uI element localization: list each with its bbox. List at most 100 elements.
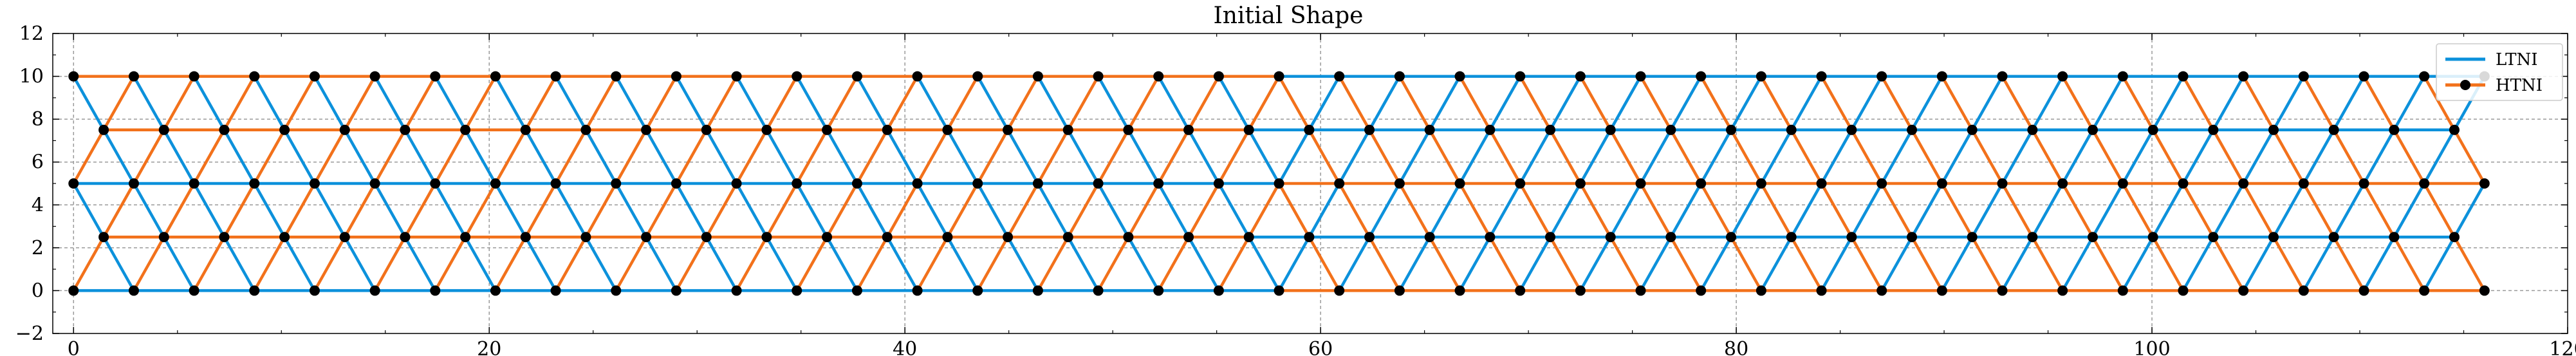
lattice-edge-diagonal xyxy=(2272,235,2306,292)
lattice-node xyxy=(1062,124,1073,135)
lattice-edge-diagonal xyxy=(1367,235,1402,292)
lattice-edge-diagonal xyxy=(2031,182,2064,239)
lattice-node xyxy=(1635,178,1646,189)
lattice-edge-diagonal xyxy=(1217,75,1250,132)
lattice-node xyxy=(611,285,622,296)
lattice-edge-diagonal xyxy=(1820,75,1853,132)
lattice-edge-diagonal xyxy=(1156,75,1191,132)
lattice-edge-diagonal xyxy=(162,235,196,292)
lattice-edge-diagonal xyxy=(313,128,347,185)
lattice-edge-diagonal xyxy=(976,182,1010,239)
lattice-edge-diagonal xyxy=(494,128,528,185)
lattice-edge-diagonal xyxy=(946,182,979,239)
lattice-edge-diagonal xyxy=(1217,235,1250,292)
lattice-edge-diagonal xyxy=(1820,182,1853,239)
lattice-node xyxy=(1183,232,1194,243)
lattice-edge-diagonal xyxy=(2422,182,2456,239)
lattice-edge-diagonal xyxy=(132,128,166,185)
lattice-edge-diagonal xyxy=(1097,182,1130,239)
lattice-node xyxy=(2328,124,2339,135)
lattice-edge-diagonal xyxy=(1367,75,1402,132)
lattice-edge-diagonal xyxy=(1548,75,1582,132)
lattice-node xyxy=(1786,124,1797,135)
lattice-node xyxy=(2449,124,2460,135)
lattice-edge-diagonal xyxy=(1066,182,1100,239)
lattice-node xyxy=(1786,232,1797,243)
lattice-edge-diagonal xyxy=(192,182,226,239)
lattice-edge-diagonal xyxy=(2362,75,2396,132)
legend-marker xyxy=(2460,80,2470,90)
lattice-node xyxy=(1454,285,1465,296)
lattice-edge-diagonal xyxy=(2332,235,2366,292)
lattice-edge-diagonal xyxy=(1127,235,1160,292)
lattice-edge-diagonal xyxy=(1669,75,1703,132)
lattice-edge-diagonal xyxy=(1367,128,1402,185)
lattice-edge-diagonal xyxy=(463,182,497,239)
lattice-edge-diagonal xyxy=(2061,128,2095,185)
lattice-edge-diagonal xyxy=(2212,128,2245,185)
lattice-edge-diagonal xyxy=(313,235,347,292)
lattice-edge-diagonal xyxy=(976,128,1010,185)
lattice-edge-diagonal xyxy=(1036,182,1070,239)
lattice-node xyxy=(1123,232,1134,243)
lattice-node xyxy=(2088,232,2099,243)
lattice-edge-diagonal xyxy=(2422,128,2456,185)
lattice-edge-diagonal xyxy=(1398,182,1431,239)
lattice-edge-diagonal xyxy=(825,128,859,185)
lattice-edge-diagonal xyxy=(343,128,376,185)
lattice-node xyxy=(1846,232,1857,243)
lattice-node xyxy=(1304,232,1315,243)
lattice-node xyxy=(2298,71,2309,82)
lattice-edge-diagonal xyxy=(1127,75,1160,132)
lattice-edge-diagonal xyxy=(1066,128,1100,185)
lattice-edge-diagonal xyxy=(916,235,949,292)
lattice-edge-diagonal xyxy=(885,235,919,292)
lattice-node xyxy=(1997,285,2008,296)
lattice-node xyxy=(249,71,260,82)
lattice-edge-diagonal xyxy=(1458,182,1492,239)
lattice-edge-diagonal xyxy=(1609,75,1642,132)
lattice-edge-diagonal xyxy=(1247,128,1281,185)
lattice-node xyxy=(2057,285,2068,296)
lattice-node xyxy=(309,178,320,189)
lattice-edge-diagonal xyxy=(2452,182,2487,239)
lattice-edge-diagonal xyxy=(1669,235,1703,292)
lattice-edge-diagonal xyxy=(1518,235,1552,292)
lattice-edge-diagonal xyxy=(2422,75,2456,132)
lattice-node xyxy=(1032,285,1043,296)
lattice-edge-diagonal xyxy=(1880,75,1914,132)
lattice-edge-diagonal xyxy=(253,235,286,292)
lattice-edge-diagonal xyxy=(1247,235,1281,292)
lattice-node xyxy=(2117,178,2128,189)
lattice-node xyxy=(942,124,953,135)
lattice-node xyxy=(2419,178,2430,189)
lattice-node xyxy=(580,232,591,243)
lattice-edge-diagonal xyxy=(2001,75,2034,132)
lattice-node xyxy=(1093,285,1104,296)
lattice-edge-diagonal xyxy=(1337,235,1371,292)
lattice-edge-diagonal xyxy=(916,182,949,239)
lattice-node xyxy=(701,124,712,135)
lattice-edge-diagonal xyxy=(1850,128,1884,185)
lattice-edge-diagonal xyxy=(1790,128,1823,185)
lattice-edge-diagonal xyxy=(765,182,799,239)
lattice-edge-diagonal xyxy=(946,235,979,292)
lattice-node xyxy=(701,232,712,243)
lattice-node xyxy=(1003,124,1014,135)
lattice-edge-diagonal xyxy=(223,75,256,132)
lattice-node xyxy=(430,71,441,82)
lattice-edge-diagonal xyxy=(584,128,618,185)
lattice-node xyxy=(68,178,79,189)
x-tick-label: 40 xyxy=(893,338,917,356)
lattice-edge-diagonal xyxy=(2091,182,2125,239)
lattice-edge-diagonal xyxy=(1639,128,1673,185)
lattice-edge-diagonal xyxy=(1609,128,1642,185)
y-tick-label: −2 xyxy=(15,323,44,345)
lattice-edge-diagonal xyxy=(2031,235,2064,292)
lattice-edge-diagonal xyxy=(2061,182,2095,239)
lattice-node xyxy=(882,124,893,135)
lattice-edge-diagonal xyxy=(313,182,347,239)
lattice-node xyxy=(1243,124,1254,135)
lattice-edge-diagonal xyxy=(1247,182,1281,239)
lattice-node xyxy=(128,71,139,82)
